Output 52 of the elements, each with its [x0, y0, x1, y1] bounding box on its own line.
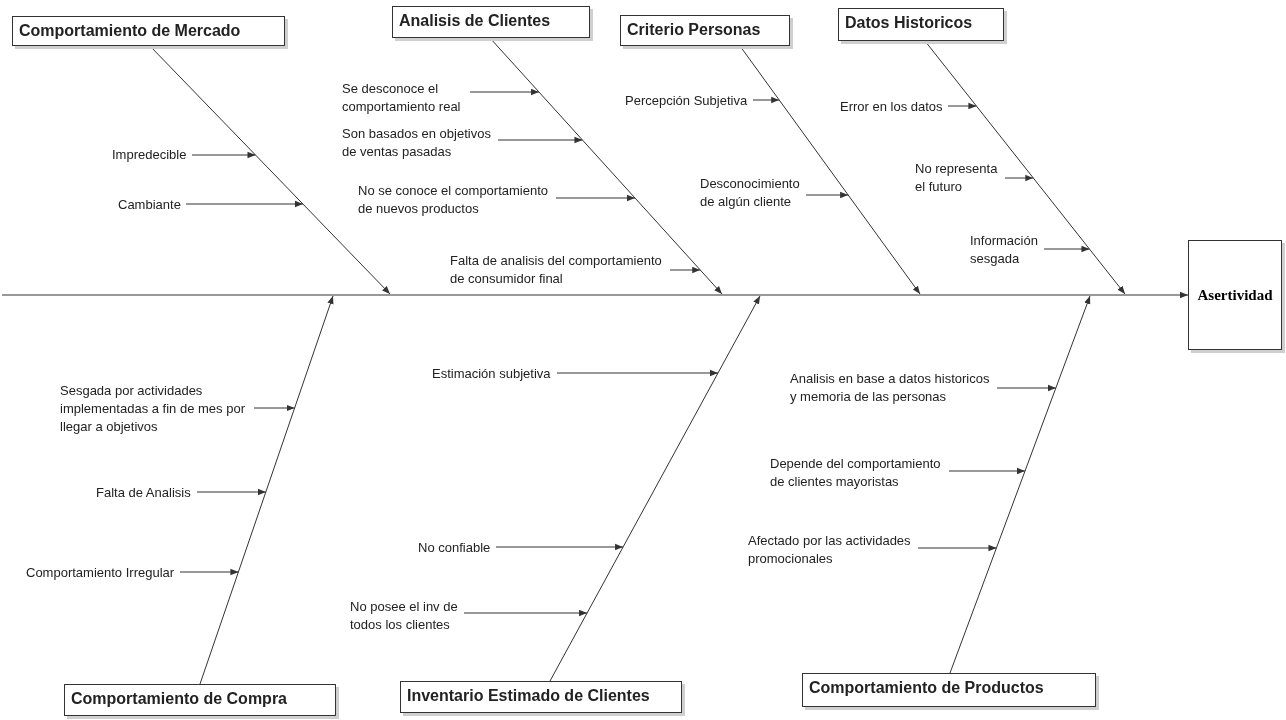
- category-box: Comportamiento de Compra: [64, 684, 336, 716]
- cause-text: Son basados en objetivos de ventas pasadas: [342, 125, 494, 161]
- cause-text: Falta de analisis del comportamiento de consumidor final: [450, 252, 666, 288]
- category-box: Criterio Personas: [620, 15, 790, 46]
- bone-arrow: [199, 295, 334, 685]
- cause-arrow: [497, 136, 583, 144]
- cause-text: Falta de Analisis: [96, 484, 193, 502]
- cause-arrow: [555, 194, 636, 202]
- cause-arrow: [179, 568, 239, 576]
- cause-text: Percepción Subjetiva: [625, 92, 749, 110]
- cause-arrow: [805, 191, 849, 199]
- effect-box: Asertividad: [1188, 240, 1282, 350]
- category-box: Datos Historicos: [838, 8, 1004, 41]
- cause-text: Estimación subjetiva: [432, 365, 553, 383]
- cause-arrow: [996, 384, 1057, 392]
- cause-text: Sesgada por actividades implementadas a fin de mes por llegar a objetivos: [60, 382, 250, 436]
- cause-arrow: [495, 543, 624, 551]
- cause-text: No confiable: [418, 539, 492, 557]
- category-box: Inventario Estimado de Clientes: [400, 681, 682, 713]
- cause-arrow: [947, 102, 977, 110]
- cause-text: Impredecible: [112, 146, 188, 164]
- cause-arrow: [948, 467, 1026, 475]
- cause-arrow: [1043, 245, 1090, 253]
- cause-arrow: [752, 96, 780, 104]
- cause-arrow: [463, 609, 588, 617]
- cause-arrow: [1004, 174, 1034, 182]
- cause-arrow: [191, 151, 256, 159]
- cause-arrow: [196, 488, 267, 496]
- cause-text: Analisis en base a datos historicos y memoria de las personas: [790, 370, 993, 406]
- spine-arrow: [1, 291, 1189, 299]
- cause-text: Depende del comportamiento de clientes mayoristas: [770, 455, 945, 491]
- category-box: Comportamiento de Mercado: [12, 16, 285, 46]
- cause-text: No representa el futuro: [915, 160, 1001, 196]
- category-box: Comportamiento de Productos: [802, 673, 1096, 707]
- category-box: Analisis de Clientes: [392, 6, 590, 38]
- cause-text: No se conoce el comportamiento de nuevos productos: [358, 182, 552, 218]
- cause-arrow: [669, 266, 701, 274]
- cause-arrow: [185, 200, 304, 208]
- cause-text: No posee el inv de todos los clientes: [350, 598, 460, 634]
- cause-arrow: [556, 369, 719, 377]
- bone-arrow: [549, 295, 761, 682]
- bone-arrow: [949, 295, 1091, 674]
- cause-text: Desconocimiento de algún cliente: [700, 175, 802, 211]
- cause-text: Cambiante: [118, 196, 182, 214]
- cause-arrow: [469, 88, 540, 96]
- cause-text: Se desconoce el comportamiento real: [342, 80, 466, 116]
- cause-arrow: [917, 544, 997, 552]
- cause-text: Afectado por las actividades promocionales: [748, 532, 914, 568]
- cause-text: Error en los datos: [840, 98, 944, 116]
- cause-text: Comportamiento Irregular: [26, 564, 176, 582]
- cause-arrow: [253, 404, 296, 412]
- cause-text: Información sesgada: [970, 232, 1040, 268]
